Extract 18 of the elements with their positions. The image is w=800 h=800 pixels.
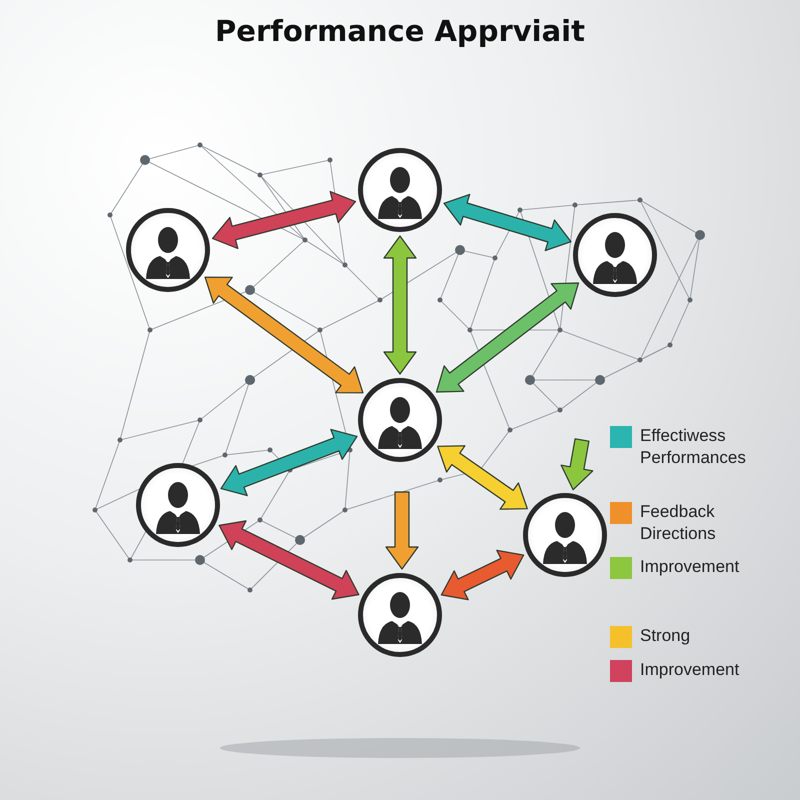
arrow [560,438,594,490]
legend-label: Feedback Directions [640,501,717,545]
double-arrow [436,282,580,393]
arrow [385,491,419,570]
double-arrow [212,190,356,250]
legend-label: Effectiwess Performances [640,425,747,469]
legend-label: Improvement [640,659,740,681]
double-arrow [204,276,364,394]
double-arrow [443,194,572,252]
person-avatar [136,463,220,547]
double-arrow [440,550,524,600]
legend-label: Improvement [640,556,740,578]
double-arrow [383,235,417,375]
double-arrow [437,445,528,510]
legend-label: Strong [640,625,692,647]
double-arrow [220,428,358,496]
double-arrow [218,520,360,600]
title: Performance Apprviait [214,14,586,48]
